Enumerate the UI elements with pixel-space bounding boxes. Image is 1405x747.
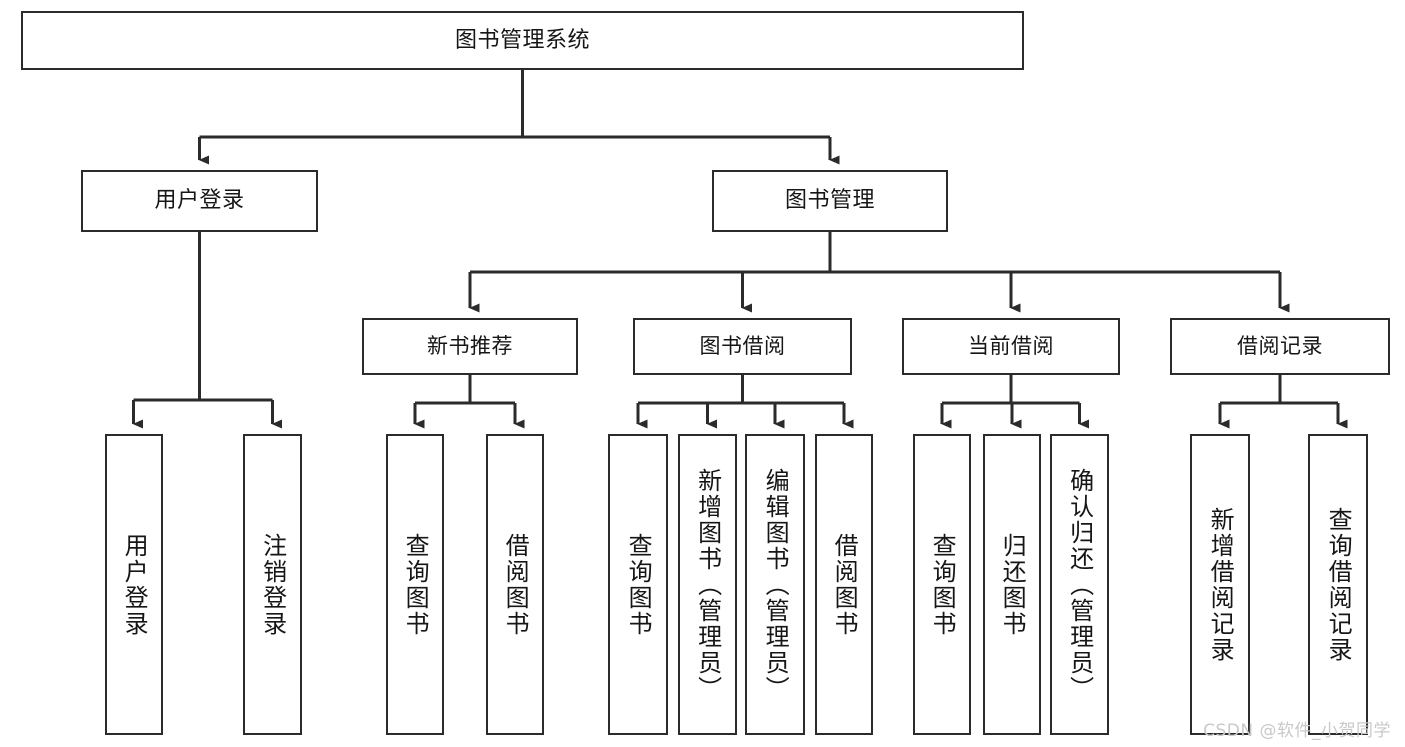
node-leaf-query-book-3[interactable]: 查询图书 xyxy=(913,434,971,735)
node-leaf-query-book-2[interactable]: 查询图书 xyxy=(608,434,668,735)
node-book-borrow[interactable]: 图书借阅 xyxy=(633,318,852,375)
node-leaf-query-record-label: 查询借阅记录 xyxy=(1324,506,1353,663)
node-leaf-borrow-book-1[interactable]: 借阅图书 xyxy=(486,434,544,735)
node-leaf-confirm-return-label: 确认归还（管理员） xyxy=(1065,467,1094,702)
node-book-manage[interactable]: 图书管理 xyxy=(712,170,948,232)
node-borrow-record[interactable]: 借阅记录 xyxy=(1170,318,1390,375)
node-book-manage-label: 图书管理 xyxy=(784,188,875,214)
watermark-text: CSDN @软件_小贺同学 xyxy=(1203,721,1391,741)
node-leaf-query-book-3-label: 查询图书 xyxy=(928,532,957,637)
node-leaf-borrow-book-2[interactable]: 借阅图书 xyxy=(815,434,873,735)
node-leaf-return-book[interactable]: 归还图书 xyxy=(983,434,1041,735)
node-user-login-label: 用户登录 xyxy=(154,188,245,214)
node-leaf-return-book-label: 归还图书 xyxy=(998,532,1027,637)
node-leaf-edit-book[interactable]: 编辑图书（管理员） xyxy=(745,434,805,735)
node-leaf-query-book-1[interactable]: 查询图书 xyxy=(386,434,444,735)
node-current-borrow[interactable]: 当前借阅 xyxy=(902,318,1120,375)
node-leaf-add-book-label: 新增图书（管理员） xyxy=(693,467,722,702)
node-leaf-confirm-return[interactable]: 确认归还（管理员） xyxy=(1050,434,1109,735)
node-leaf-user-login[interactable]: 用户登录 xyxy=(105,434,163,735)
node-leaf-add-record[interactable]: 新增借阅记录 xyxy=(1190,434,1250,735)
node-leaf-logout-label: 注销登录 xyxy=(258,532,287,637)
node-leaf-query-book-1-label: 查询图书 xyxy=(401,532,430,637)
node-current-borrow-label: 当前借阅 xyxy=(968,334,1054,359)
node-root[interactable]: 图书管理系统 xyxy=(21,11,1024,70)
node-leaf-edit-book-label: 编辑图书（管理员） xyxy=(761,467,790,702)
node-book-borrow-label: 图书借阅 xyxy=(699,334,786,359)
node-leaf-query-book-2-label: 查询图书 xyxy=(624,532,653,637)
node-new-book-rec-label: 新书推荐 xyxy=(427,334,513,359)
node-root-label: 图书管理系统 xyxy=(454,27,590,53)
node-leaf-add-record-label: 新增借阅记录 xyxy=(1206,506,1235,663)
node-borrow-record-label: 借阅记录 xyxy=(1237,334,1323,359)
node-leaf-logout[interactable]: 注销登录 xyxy=(243,434,302,735)
node-new-book-rec[interactable]: 新书推荐 xyxy=(362,318,578,375)
node-leaf-add-book[interactable]: 新增图书（管理员） xyxy=(678,434,737,735)
node-leaf-borrow-book-2-label: 借阅图书 xyxy=(830,532,859,637)
node-leaf-borrow-book-1-label: 借阅图书 xyxy=(501,532,530,637)
node-user-login[interactable]: 用户登录 xyxy=(81,170,318,232)
node-leaf-user-login-label: 用户登录 xyxy=(120,532,149,637)
node-leaf-query-record[interactable]: 查询借阅记录 xyxy=(1308,434,1368,735)
